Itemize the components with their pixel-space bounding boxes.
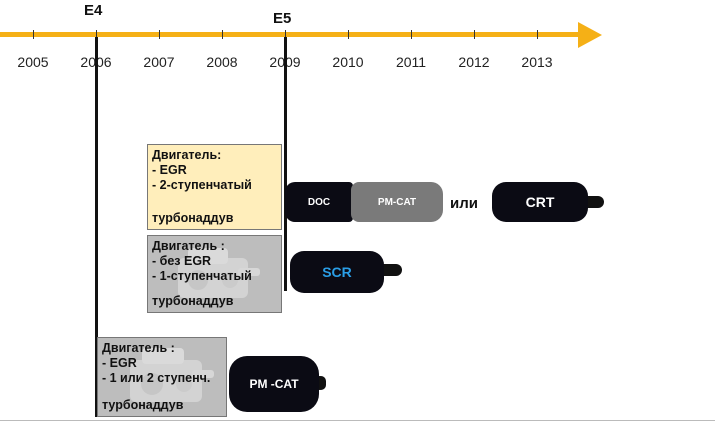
engine-feature: - EGR bbox=[152, 163, 187, 177]
or-label: или bbox=[450, 195, 478, 212]
engine-feature: - EGR bbox=[102, 356, 137, 370]
year-label: 2010 bbox=[332, 54, 364, 70]
scr-canister: SCR bbox=[290, 251, 384, 293]
year-label: 2013 bbox=[521, 54, 553, 70]
timeline-arrow-icon bbox=[578, 22, 602, 48]
stage-e4-label: E4 bbox=[84, 2, 103, 19]
doc-canister: DOC bbox=[285, 182, 353, 222]
engine-image-icon bbox=[130, 348, 214, 402]
engine-feature-turbo: турбонаддув bbox=[152, 294, 234, 308]
pm-cat-canister: PM-CAT bbox=[351, 182, 443, 222]
year-label: 2011 bbox=[395, 54, 427, 70]
e5-marker-line bbox=[284, 37, 287, 291]
pm-cat-bottom-label: PM -CAT bbox=[249, 377, 299, 391]
doc-label: DOC bbox=[307, 196, 331, 208]
engine-feature: - 2-ступенчатый bbox=[152, 178, 252, 192]
year-label: 2012 bbox=[458, 54, 490, 70]
year-tick bbox=[96, 30, 97, 39]
engine-image-icon bbox=[178, 248, 260, 298]
e4-marker-line bbox=[95, 37, 98, 417]
year-tick bbox=[537, 30, 538, 39]
engine-feature: - 1 или 2 ступенч. bbox=[102, 371, 211, 385]
engine-box-no-egr-1stage: Двигатель : - без EGR - 1-ступенчатый ту… bbox=[147, 235, 282, 313]
year-tick bbox=[285, 30, 286, 39]
pm-cat-label: PM-CAT bbox=[377, 196, 417, 208]
timeline-axis bbox=[0, 32, 580, 37]
crt-label: CRT bbox=[525, 194, 555, 210]
engine-title: Двигатель : bbox=[152, 239, 225, 253]
year-tick bbox=[222, 30, 223, 39]
engine-box-egr-2stage: Двигатель: - EGR - 2-ступенчатый турбона… bbox=[147, 144, 282, 230]
engine-feature: - без EGR bbox=[152, 254, 212, 268]
engine-feature-turbo: турбонаддув bbox=[102, 398, 184, 412]
bottom-divider bbox=[0, 420, 715, 421]
year-label: 2007 bbox=[143, 54, 175, 70]
crt-canister: CRT bbox=[492, 182, 588, 222]
engine-feature: - 1-ступенчатый bbox=[152, 269, 252, 283]
year-tick bbox=[159, 30, 160, 39]
year-tick bbox=[411, 30, 412, 39]
pm-cat-bottom-canister: PM -CAT bbox=[229, 356, 319, 412]
year-tick bbox=[474, 30, 475, 39]
scr-label: SCR bbox=[322, 264, 352, 280]
engine-title: Двигатель: bbox=[152, 148, 222, 162]
year-label: 2005 bbox=[17, 54, 49, 70]
engine-box-egr-1or2stage: Двигатель : - EGR - 1 или 2 ступенч. тур… bbox=[97, 337, 227, 417]
year-label: 2008 bbox=[206, 54, 238, 70]
engine-title: Двигатель : bbox=[102, 341, 175, 355]
engine-feature-turbo: турбонаддув bbox=[152, 211, 234, 225]
stage-e5-label: E5 bbox=[273, 10, 292, 27]
year-tick bbox=[33, 30, 34, 39]
year-tick bbox=[348, 30, 349, 39]
